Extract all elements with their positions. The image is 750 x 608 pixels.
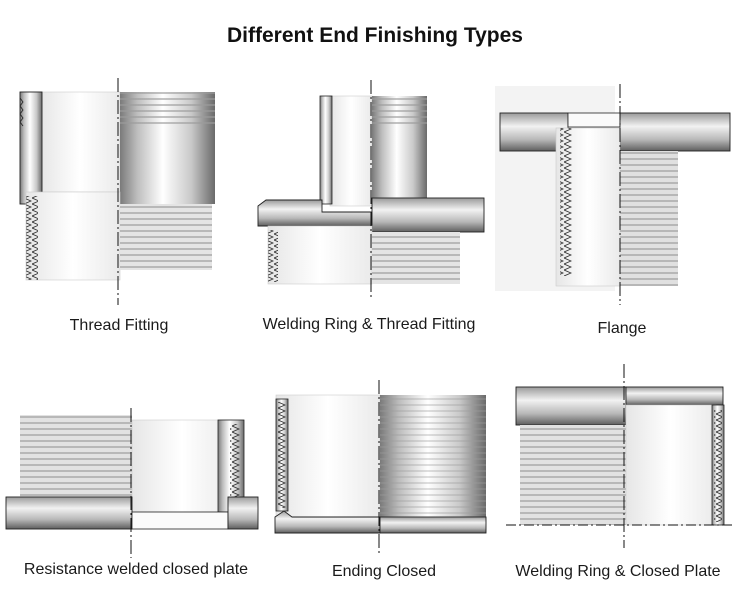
caption-thread-fitting: Thread Fitting: [69, 317, 169, 334]
welding-ring-thread-drawing: [257, 80, 485, 300]
panel-welding-ring-closed-plate: Welding Ring & Closed Plate: [500, 300, 750, 608]
caption-welding-ring-thread-fitting: Welding Ring & Thread Fitting: [262, 316, 476, 333]
panel-resistance-welded-closed-plate: Resistance welded closed plate: [0, 300, 270, 608]
caption-flange: Flange: [597, 320, 647, 337]
caption-resistance-welded-closed-plate: Resistance welded closed plate: [23, 561, 249, 578]
panel-flange: Flange: [495, 0, 750, 337]
thread-fitting-drawing: [19, 78, 215, 305]
ending-closed-drawing: [274, 380, 487, 555]
page-title: Different End Finishing Types: [227, 24, 523, 47]
panel-thread-fitting: Thread Fitting: [0, 0, 250, 334]
caption-welding-ring-closed-plate: Welding Ring & Closed Plate: [515, 563, 721, 580]
welding-ring-closed-drawing: [506, 364, 732, 548]
panel-ending-closed: Ending Closed: [270, 300, 500, 608]
panel-welding-ring-thread-fitting: Welding Ring & Thread Fitting: [250, 0, 500, 333]
flange-drawing: [495, 84, 731, 305]
caption-ending-closed: Ending Closed: [331, 563, 437, 580]
resistance-welded-drawing: [5, 408, 259, 558]
